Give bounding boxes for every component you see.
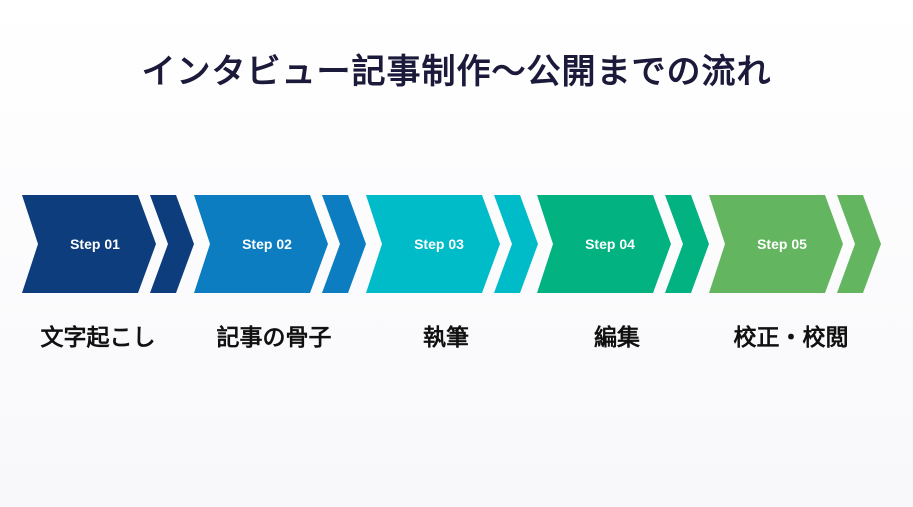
step-1-caption: 文字起こし bbox=[40, 325, 156, 351]
step-4-label: Step 04 bbox=[585, 236, 635, 252]
step-5-chevron bbox=[709, 195, 843, 293]
step-2-chevron bbox=[194, 195, 328, 293]
step-3-caption: 執筆 bbox=[423, 325, 469, 351]
step-3-chevron bbox=[366, 195, 500, 293]
step-3-arrow bbox=[494, 195, 538, 293]
step-1-arrow bbox=[150, 195, 194, 293]
step-4-caption: 編集 bbox=[594, 325, 640, 351]
step-5-arrow bbox=[837, 195, 881, 293]
page-title: インタビュー記事制作〜公開までの流れ bbox=[141, 52, 772, 92]
step-2-arrow bbox=[322, 195, 366, 293]
step-2-caption: 記事の骨子 bbox=[216, 325, 332, 351]
step-5-label: Step 05 bbox=[757, 236, 807, 252]
step-2-label: Step 02 bbox=[242, 236, 292, 252]
step-1-chevron bbox=[22, 195, 156, 293]
process-flow: Step 01 Step 02 Step 03 Step 04 Step 05 bbox=[0, 195, 913, 293]
step-3-label: Step 03 bbox=[414, 236, 464, 252]
step-4-chevron bbox=[537, 195, 671, 293]
step-5-caption: 校正・校閲 bbox=[733, 325, 849, 351]
step-4-arrow bbox=[665, 195, 709, 293]
step-1-label: Step 01 bbox=[70, 236, 120, 252]
